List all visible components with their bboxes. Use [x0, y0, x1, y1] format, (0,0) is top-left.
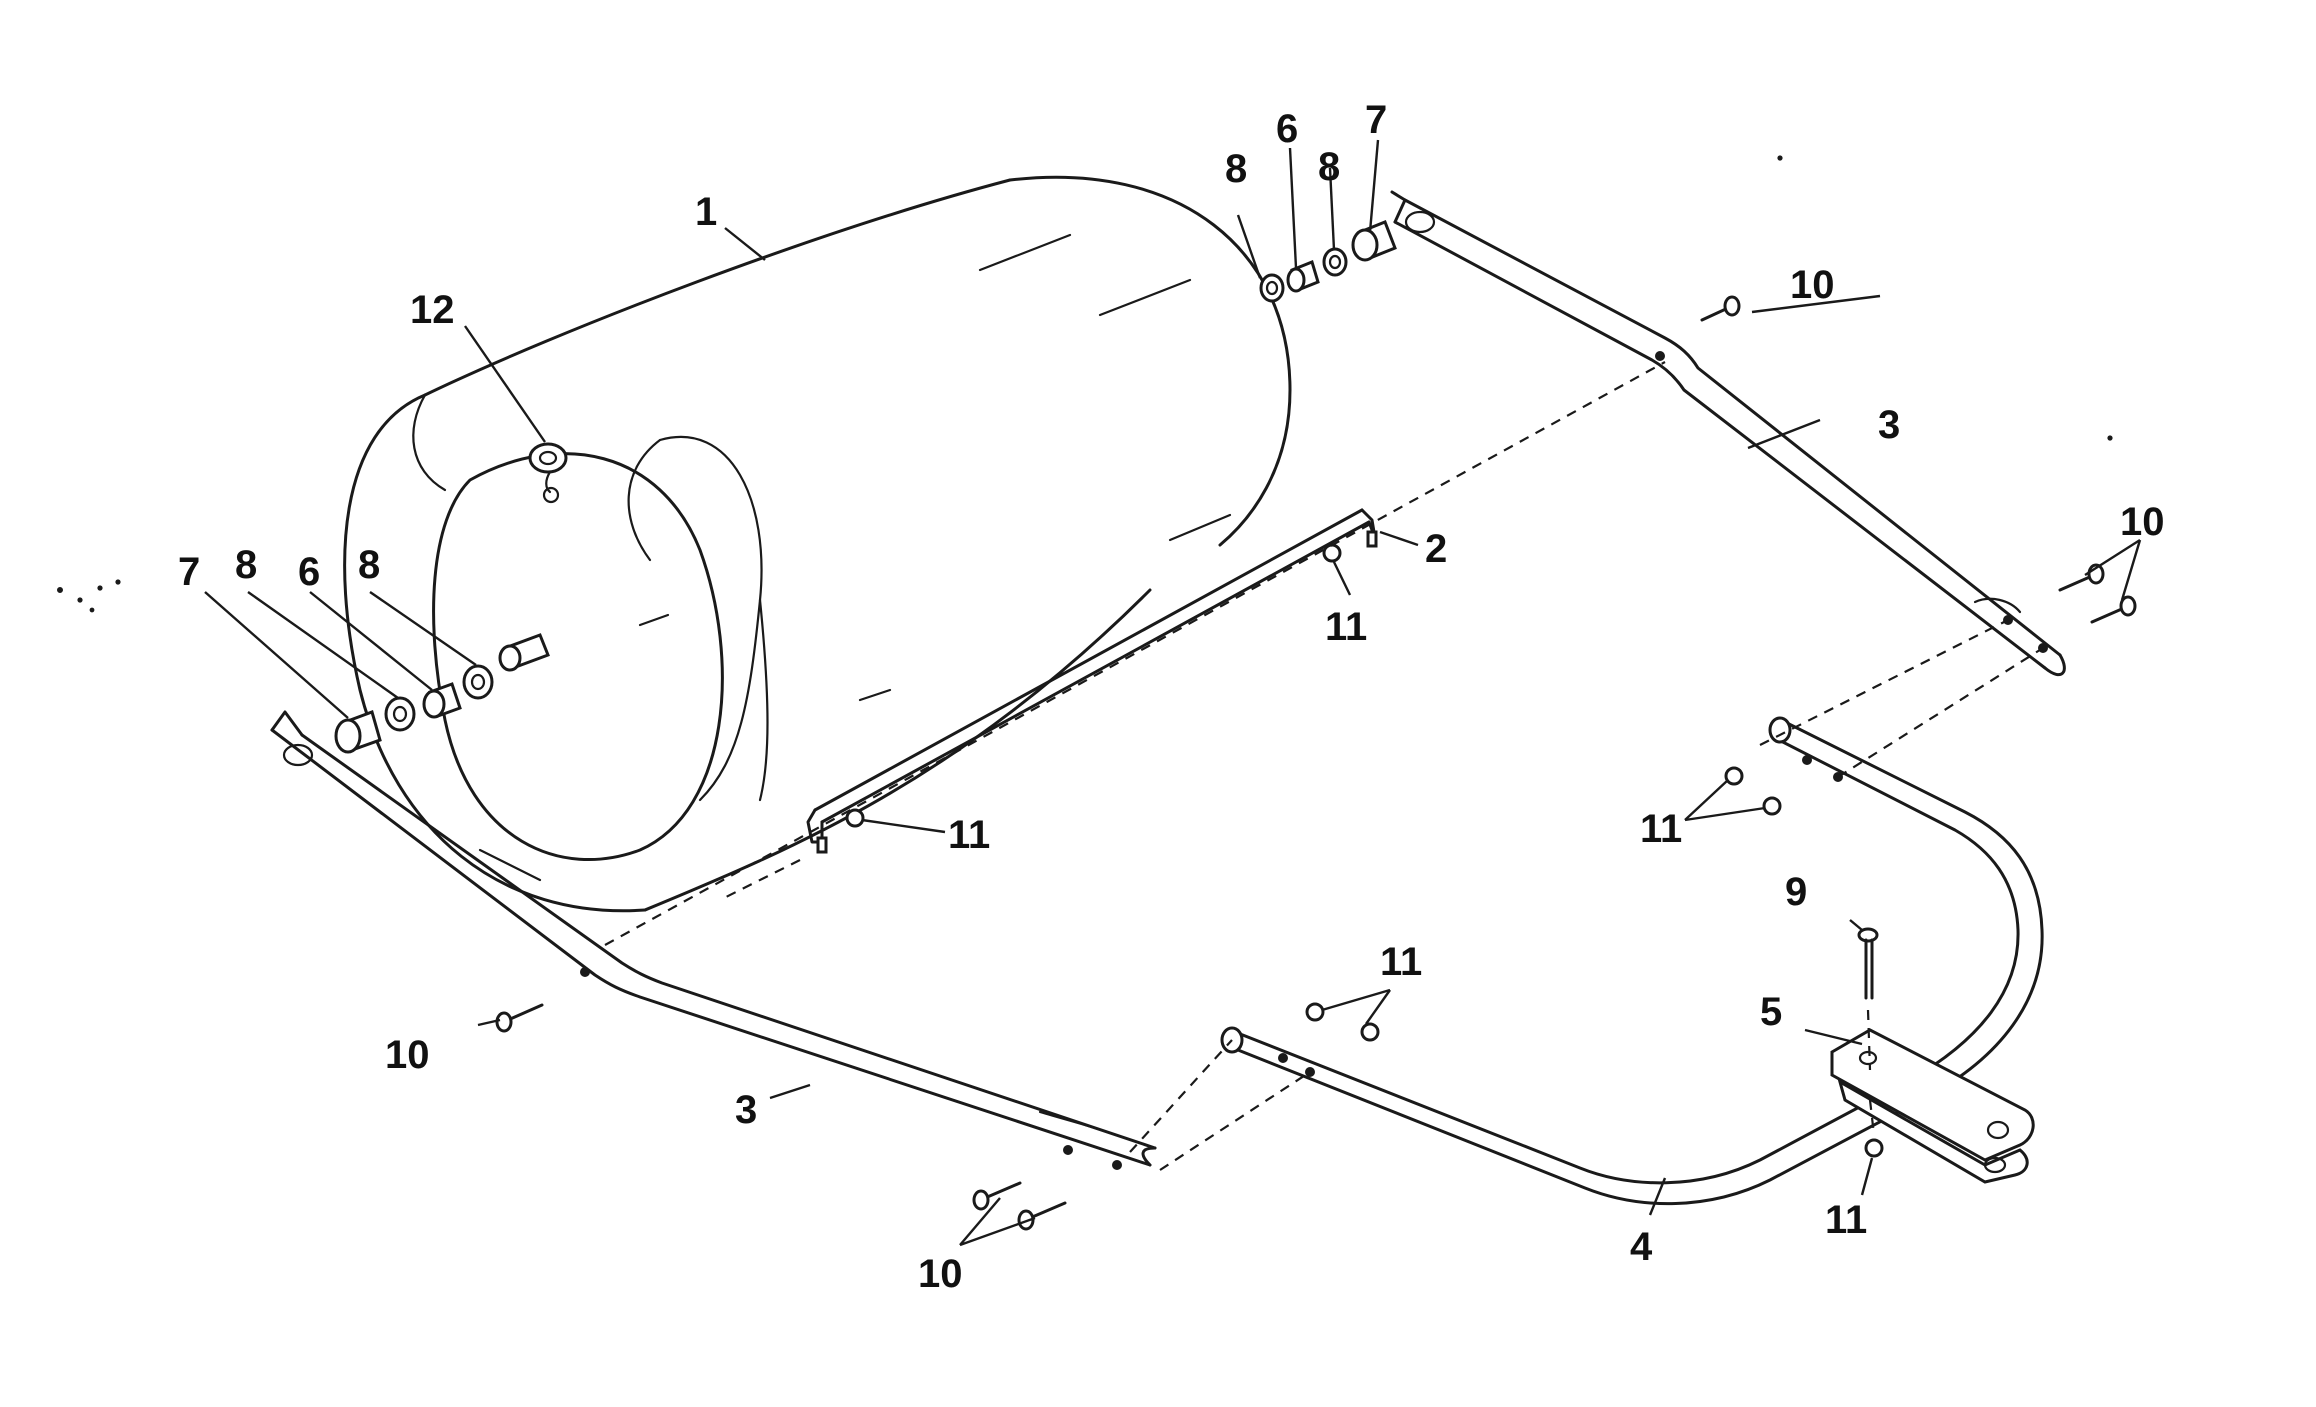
callout-11-handle-front: 11	[1380, 940, 1422, 984]
callout-2: 2	[1425, 527, 1447, 571]
nut-crossbar-right	[1322, 543, 1342, 563]
right-axle-stack	[1259, 220, 1397, 303]
callout-11-crossbar-left: 11	[948, 813, 990, 857]
callout-8-left-a: 8	[235, 543, 257, 587]
bolt-right-side-1	[2058, 563, 2105, 592]
callout-8-right-b: 8	[1318, 145, 1340, 189]
callout-11-handle-back: 11	[1640, 807, 1682, 851]
callout-6-right: 6	[1276, 107, 1298, 151]
bolt-left-low-2	[1017, 1201, 1067, 1231]
callout-8-right-a: 8	[1225, 147, 1247, 191]
callout-11-hitch: 11	[1825, 1198, 1867, 1242]
callout-5: 5	[1760, 990, 1782, 1034]
roller-drum	[343, 175, 1292, 913]
callout-3-right: 3	[1878, 403, 1900, 447]
callout-7-left: 7	[178, 550, 200, 594]
bolt-hitch	[1857, 927, 1879, 1000]
bolt-left-low-1	[972, 1181, 1022, 1211]
callout-7-right: 7	[1365, 98, 1387, 142]
callout-12: 12	[410, 288, 455, 332]
nut-handle-1	[1305, 1002, 1325, 1022]
left-axle-stack	[334, 664, 494, 754]
nut-crossbar-left	[845, 808, 865, 828]
assembly-lines	[604, 361, 2044, 1171]
bolt-left-mid	[495, 1003, 544, 1033]
callout-10-right-top: 10	[1790, 263, 1835, 307]
hardware	[57, 155, 2137, 1231]
callout-4: 4	[1630, 1225, 1653, 1269]
right-side-arm	[1390, 190, 2066, 677]
leader-lines	[204, 139, 2142, 1247]
left-side-arm	[270, 710, 1157, 1170]
callout-6-left: 6	[298, 550, 320, 594]
cross-bar	[806, 508, 1378, 854]
nut-handle-2	[1360, 1022, 1380, 1042]
callout-11-crossbar-right: 11	[1325, 605, 1367, 649]
bolt-right-side-2	[2090, 595, 2137, 624]
callout-9: 9	[1785, 870, 1807, 914]
callout-10-left-low: 10	[918, 1252, 963, 1296]
tow-handle	[1220, 716, 2044, 1206]
callout-10-left-mid: 10	[385, 1033, 430, 1077]
nut-handle-3	[1724, 766, 1744, 786]
nut-handle-4	[1762, 796, 1782, 816]
callout-labels: 1 2 3 3 4 5 6 6 7 7 8 8 8 8 9 10 10 10 1…	[178, 98, 2165, 1296]
bolt-right-top	[1700, 295, 1741, 322]
callout-1: 1	[695, 190, 717, 234]
hitch-bracket	[1830, 1028, 2035, 1184]
nut-hitch	[1864, 1138, 1884, 1158]
callout-3-left: 3	[735, 1088, 757, 1132]
callout-10-right-side: 10	[2120, 500, 2165, 544]
callout-8-left-b: 8	[358, 543, 380, 587]
